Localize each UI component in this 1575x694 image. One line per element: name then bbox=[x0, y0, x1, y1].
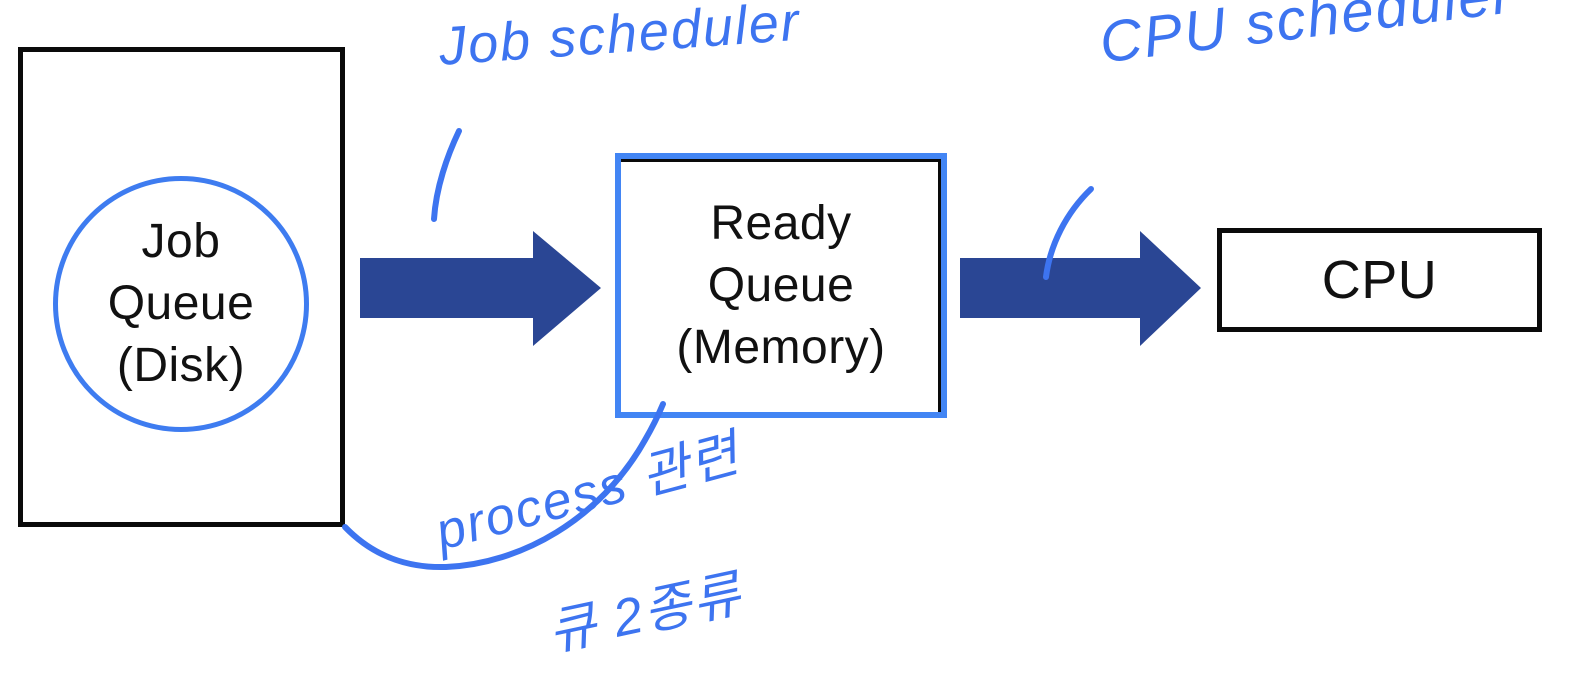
job-queue-box bbox=[18, 47, 345, 527]
arrow-right-icon-ready-to-cpu bbox=[960, 231, 1201, 346]
job-scheduler-tick-stroke bbox=[431, 128, 462, 222]
job-scheduler-annotation: Job scheduler bbox=[437, 0, 803, 77]
job-queue-label-line3: (Disk) bbox=[116, 339, 246, 392]
ready-queue-label-line3: (Memory) bbox=[676, 320, 886, 374]
ready-queue-label-line2: Queue bbox=[707, 258, 855, 312]
job-queue-label-line2: Queue bbox=[107, 277, 255, 330]
cpu-label: CPU bbox=[1321, 250, 1438, 310]
job-queue-label: Job Queue (Disk) bbox=[108, 211, 255, 397]
ready-queue-label-line1: Ready bbox=[710, 196, 852, 250]
cpu-box: CPU bbox=[1217, 228, 1542, 332]
ready-queue-label: Ready Queue (Memory) bbox=[676, 193, 885, 379]
ready-queue-box: Ready Queue (Memory) bbox=[615, 153, 947, 418]
process-note-annotation-line2: 큐 2종류 bbox=[542, 564, 748, 663]
job-queue-label-line1: Job bbox=[141, 215, 221, 268]
job-queue-circle: Job Queue (Disk) bbox=[53, 176, 309, 432]
cpu-scheduler-annotation: CPU scheduler bbox=[1096, 0, 1518, 76]
cpu-scheduler-tick-stroke bbox=[1043, 186, 1094, 280]
process-note-annotation-line1: process 관련 bbox=[429, 424, 747, 562]
arrow-right-icon-job-to-ready bbox=[360, 231, 601, 346]
